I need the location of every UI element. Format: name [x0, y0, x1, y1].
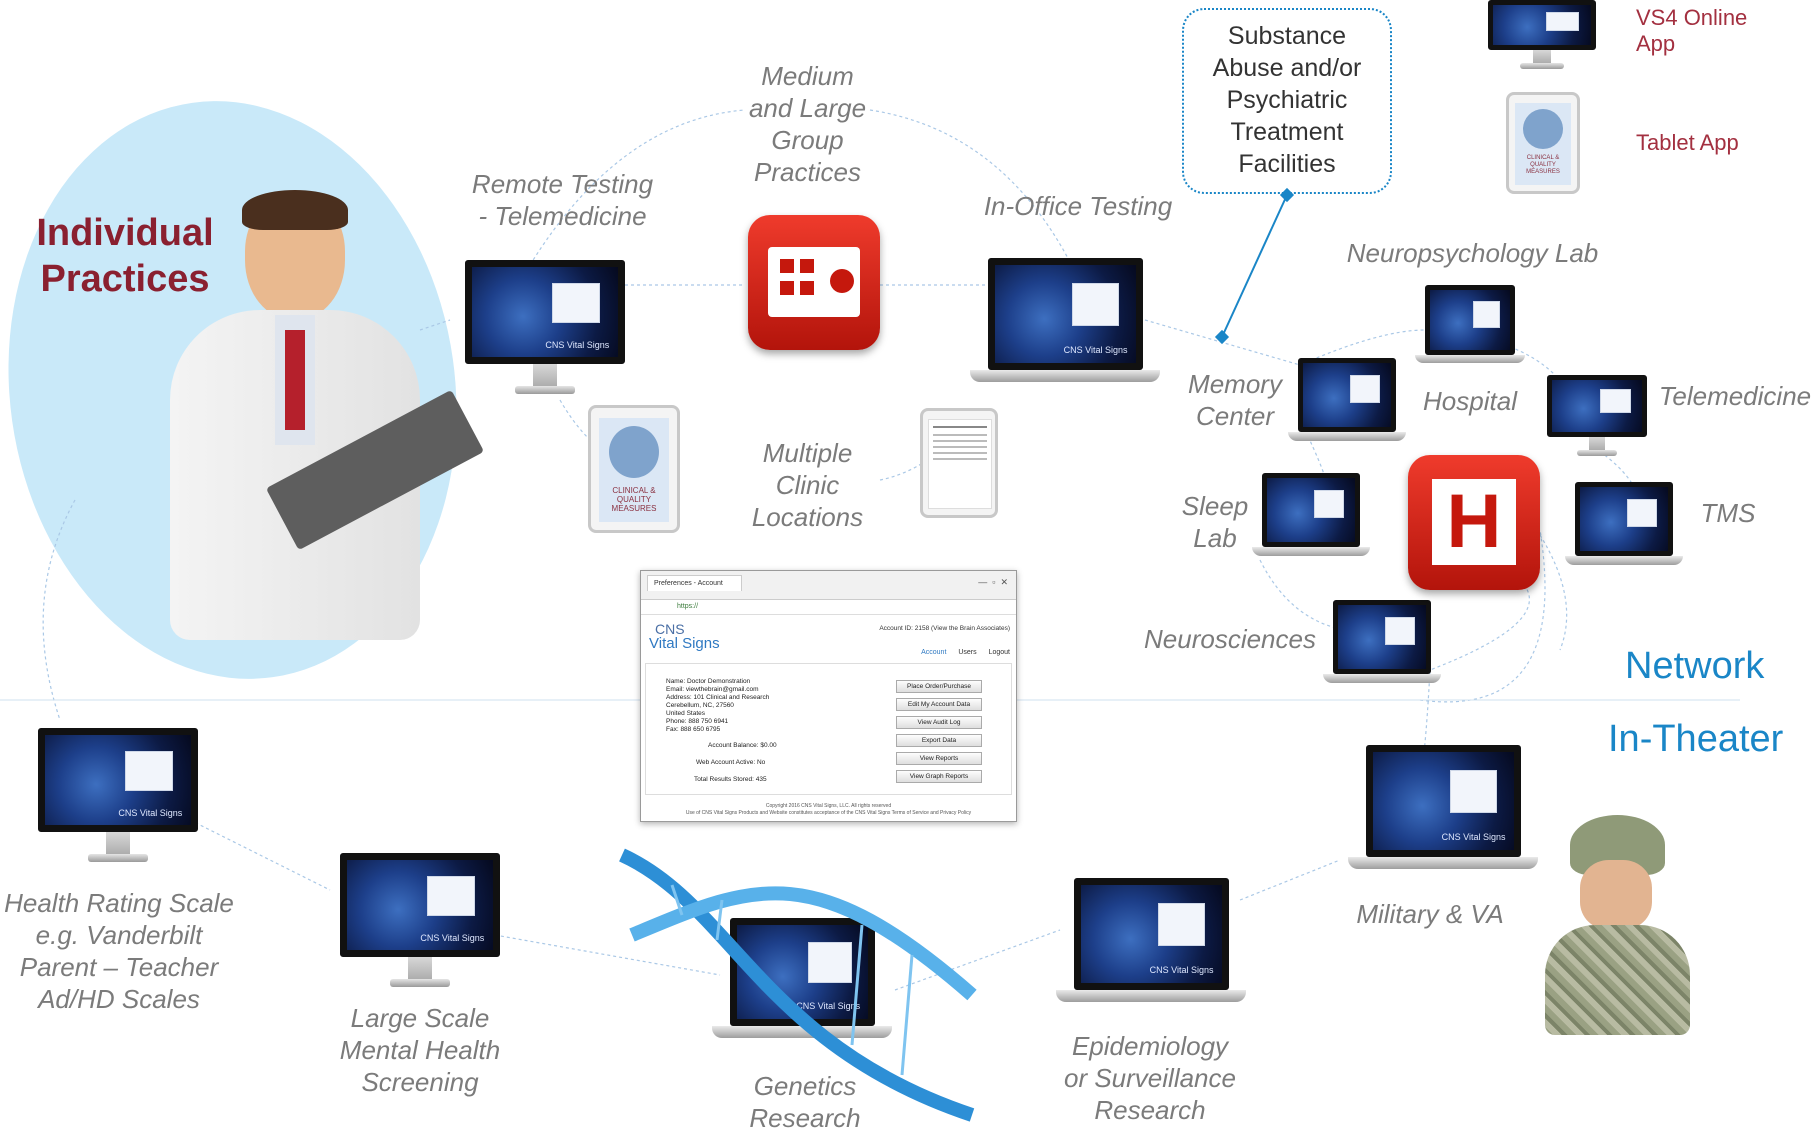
label-medium-large: Medium and Large Group Practices — [748, 61, 867, 187]
total-results: Total Results Stored: 435 — [694, 776, 767, 783]
hospital-icon: H — [1408, 455, 1540, 590]
laptop-tms — [1565, 482, 1683, 568]
label-tms: TMS — [1700, 498, 1756, 528]
browser-footer: Copyright 2016 CNS Vital Signs, LLC. All… — [685, 803, 972, 816]
label-hospital: Hospital — [1423, 386, 1517, 416]
label-sleep-lab: Sleep Lab — [1181, 491, 1249, 553]
dna-helix — [619, 848, 977, 1122]
arc-left — [42, 499, 76, 721]
cns-logo-top: CNS — [655, 621, 685, 637]
window-controls: — ▫ ✕ — [978, 577, 1008, 587]
desktop-large-scale: CNS Vital Signs — [340, 853, 500, 993]
desktop-telemedicine — [1547, 375, 1647, 460]
desktop-online-app — [1488, 0, 1596, 72]
tablet-clinical-measures: CLINICAL & QUALITY MEASURES — [588, 405, 680, 533]
substance-abuse-label: Substance Abuse and/or Psychiatric Treat… — [1212, 22, 1362, 178]
account-details: Name: Doctor Demonstration Email: viewth… — [666, 678, 770, 733]
desktop-health-rating: CNS Vital Signs — [38, 728, 198, 868]
laptop-neurosciences — [1323, 600, 1441, 686]
legend-tablet-app: Tablet App — [1636, 130, 1739, 155]
desktop-remote-testing: CNS Vital Signs — [465, 260, 625, 400]
view-reports-button[interactable]: View Reports — [896, 752, 982, 765]
place-order-button[interactable]: Place Order/Purchase — [896, 680, 982, 693]
network-title: Network — [1625, 645, 1765, 687]
laptop-genetics: CNS Vital Signs — [712, 918, 892, 1043]
substance-connector — [1221, 194, 1288, 338]
laptop-memory-center — [1288, 358, 1406, 444]
label-neuropsychology: Neuropsychology Lab — [1346, 238, 1599, 268]
label-multiple-clinic: Multiple Clinic Locations — [751, 438, 864, 532]
soldier-face — [1580, 860, 1652, 930]
tablet-app-legend-icon: CLINICAL & QUALITY MEASURES — [1506, 92, 1580, 194]
export-data-button[interactable]: Export Data — [896, 734, 982, 747]
browser-tab[interactable]: Preferences - Account — [647, 575, 742, 591]
tablet-form — [920, 408, 998, 518]
doctor-figure — [150, 190, 485, 650]
laptop-sleep-lab — [1252, 473, 1370, 559]
label-telemedicine: Telemedicine — [1658, 381, 1812, 411]
laptop-epidemiology: CNS Vital Signs — [1056, 878, 1246, 1008]
label-remote-testing: Remote Testing - Telemedicine — [471, 169, 654, 231]
label-in-office: In-Office Testing — [983, 191, 1173, 221]
soldier-uniform — [1545, 925, 1690, 1035]
nav-account[interactable]: Account — [921, 649, 947, 656]
brain-icon — [609, 426, 659, 478]
doctor-tie — [285, 330, 305, 430]
label-large-scale: Large Scale Mental Health Screening — [339, 1003, 501, 1097]
label-military: Military & VA — [1356, 899, 1504, 929]
edit-account-button[interactable]: Edit My Account Data — [896, 698, 982, 711]
cns-logo-bottom: Vital Signs — [649, 635, 720, 652]
label-neurosciences: Neurosciences — [1144, 624, 1316, 654]
browser-url[interactable]: https:// — [641, 600, 1016, 615]
legend-online-app: VS4 Online App — [1636, 5, 1748, 56]
substance-abuse-box: Substance Abuse and/or Psychiatric Treat… — [1182, 8, 1392, 194]
label-memory-center: Memory Center — [1188, 369, 1282, 431]
soldier-figure — [1540, 815, 1695, 1035]
account-id: Account ID: 2158 (View the Brain Associa… — [879, 625, 1010, 632]
laptop-military: CNS Vital Signs — [1348, 745, 1538, 875]
laptop-in-office: CNS Vital Signs — [970, 258, 1160, 388]
arc-bottom-right — [1419, 529, 1546, 703]
view-audit-log-button[interactable]: View Audit Log — [896, 716, 982, 729]
view-graph-reports-button[interactable]: View Graph Reports — [896, 770, 982, 783]
account-browser-window: Preferences - Account — ▫ ✕ https:// CNS… — [640, 570, 1017, 822]
account-balance: Account Balance: $0.00 — [708, 742, 777, 749]
laptop-hospital — [1415, 285, 1525, 365]
individual-practices-title: Individual Practices — [36, 212, 214, 300]
arc-top-right — [869, 109, 1071, 263]
doctor-hair — [242, 190, 348, 230]
clinic-building-icon — [748, 215, 880, 350]
nav-logout[interactable]: Logout — [988, 649, 1010, 656]
label-epidemiology: Epidemiology or Surveillance Research — [1064, 1031, 1236, 1125]
in-theater-title: In-Theater — [1608, 718, 1784, 760]
web-account-active: Web Account Active: No — [696, 759, 766, 766]
label-health-rating: Health Rating Scale e.g. Vanderbilt Pare… — [4, 888, 234, 1014]
nav-users[interactable]: Users — [958, 649, 977, 656]
